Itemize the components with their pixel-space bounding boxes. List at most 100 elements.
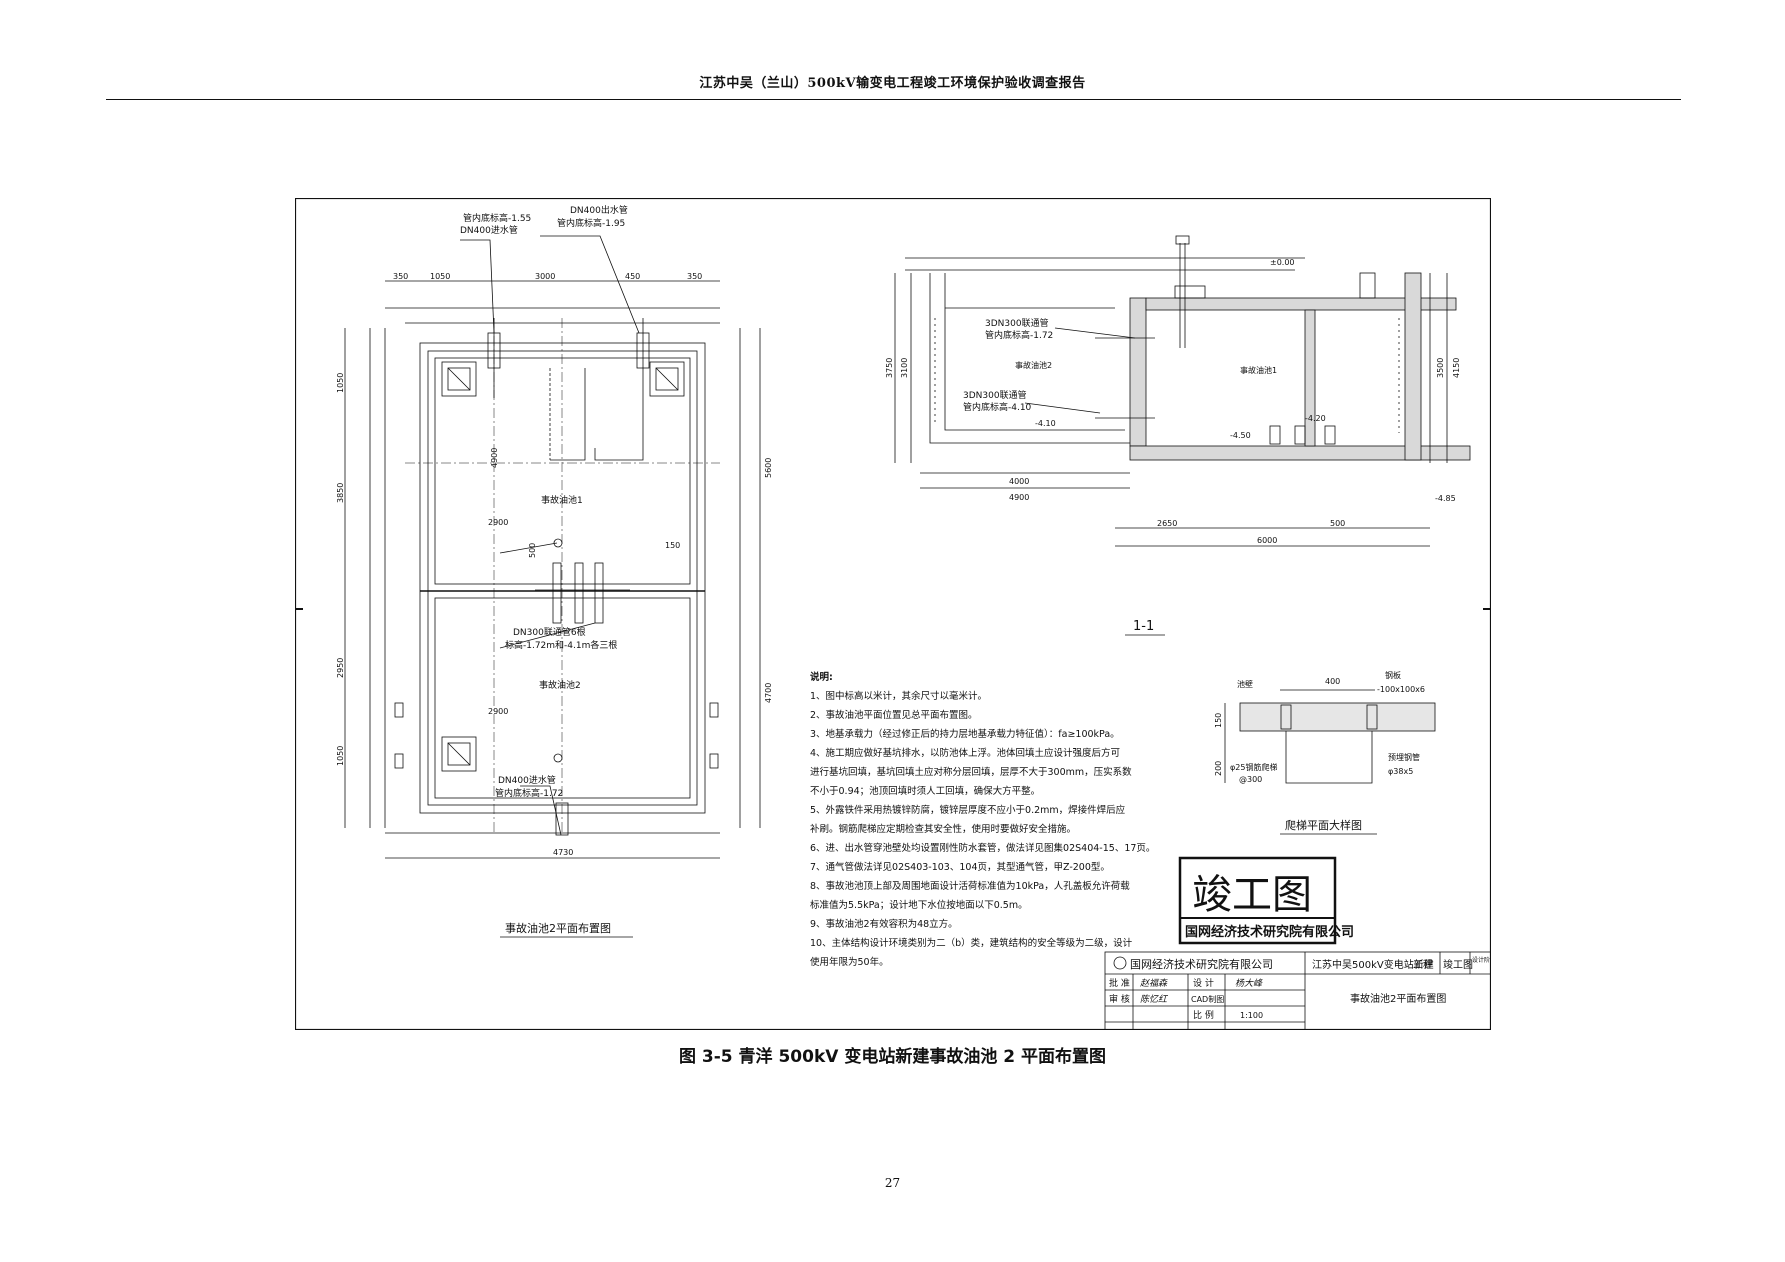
section-dim-b-1: 500 [1330,519,1345,528]
page-number: 27 [884,1176,901,1190]
tb-org: 国网经济技术研究院有限公司 [1130,957,1273,971]
stamp-company: 国网经济技术研究院有限公司 [1185,924,1354,940]
plan-dim-left-0: 1050 [336,373,345,393]
tb-scale: 1:100 [1240,1011,1263,1020]
note-line: 7、通气管做法详见02S403-103、104页，其型通气管，甲Z-200型。 [810,861,1110,873]
tb-drawing-name: 事故油池2平面布置图 [1350,992,1446,1005]
tb-row1-sig2: 杨大峰 [1235,978,1263,989]
completion-stamp: 竣工图 国网经济技术研究院有限公司 [1178,856,1354,945]
figure-caption: 图 3-5 青洋 500kV 变电站新建事故油池 2 平面布置图 [679,1047,1106,1067]
ladder-prepipe: 预埋钢管 [1388,752,1420,762]
section-dim-6000: 6000 [1257,536,1277,545]
note-line: 标准值为5.5kPa；设计地下水位按地面以下0.5m。 [810,899,1028,911]
tb-row2-role: CAD制图 [1191,994,1224,1004]
plan-inlet-elev: 管内底标高-1.55 [463,212,531,224]
note-line: 2、事故油池平面位置见总平面布置图。 [810,709,978,721]
note-line: 6、进、出水管穿池壁处均设置刚性防水套管，做法详见图集02S404-15、17页… [810,842,1155,854]
tb-row1-label: 批 准 [1109,977,1130,989]
plan-dim-2900b: 2900 [488,707,508,716]
plan-dim-500: 500 [528,543,537,558]
section-dim-left-1: 3750 [885,358,894,378]
ladder-wall: 池壁 [1237,679,1253,689]
page-header: 江苏中吴（兰山）500kV输变电工程竣工环境保护验收调查报告 [699,76,1086,91]
section-title: 1-1 [1133,619,1154,634]
note-line: 进行基坑回填，基坑回填土应对称分层回填，层厚不大于300mm，压实系数 [810,766,1132,778]
plan-view [344,235,761,859]
section-dim-right-2: 4150 [1452,358,1461,378]
note-line: 补刷。钢筋爬梯应定期检查其安全性，使用时要做好安全措施。 [810,823,1076,835]
notes-title: 说明: [810,671,833,683]
ladder-pipe-size: φ38x5 [1388,767,1413,776]
section-dim-4900: 4900 [1009,493,1029,502]
tb-row3-role: 比 例 [1193,1009,1214,1021]
note-line: 3、地基承载力（经过修正后的持力层地基承载力特征值）：fa≥100kPa。 [810,728,1120,740]
tb-row2-label: 审 核 [1109,993,1130,1005]
plan-dim-150: 150 [665,541,680,550]
ladder-plate: 钢板 [1385,670,1401,680]
section-elev-420: -4.20 [1305,414,1326,423]
ladder-rebar: φ25钢筋爬梯 [1230,762,1277,772]
section-pipe-a-elev: 管内底标高-1.72 [985,329,1053,341]
tb-row2-sig: 陈忆红 [1140,994,1169,1005]
title-block [1104,951,1491,1030]
plan-inlet-label: DN400进水管 [460,224,518,236]
plan-dim-4730: 4730 [553,848,573,857]
tb-project-suffix: 工程 [1413,959,1433,971]
note-line: 9、事故油池2有效容积为48立方。 [810,918,958,930]
tb-row1-sig: 赵福森 [1140,978,1168,989]
tb-row1-role: 设 计 [1193,977,1214,989]
plan-dim-right-1: 4700 [764,683,773,703]
plan-dim-2900a: 2900 [488,518,508,527]
section-zero: ±0.00 [1270,258,1295,267]
section-pool2: 事故油池2 [1015,360,1052,370]
note-line: 5、外露铁件采用热镀锌防腐，镀锌层厚度不应小于0.2mm，焊接件焊后应 [810,804,1126,816]
plan-title: 事故油池2平面布置图 [505,921,611,935]
plan-dn300-elev: 标高-1.72m和-4.1m各三根 [505,639,617,651]
section-view [894,235,1471,547]
ladder-dim-150: 150 [1214,713,1223,728]
ladder-plate-size: -100x100x6 [1377,685,1425,694]
note-line: 1、图中标高以米计，其余尺寸以毫米计。 [810,690,987,702]
plan-outlet-elev: 管内底标高-1.95 [557,217,625,229]
tb-stage-label: 设计阶段 [1472,956,1491,964]
section-elev-450: -4.50 [1230,431,1251,440]
plan-dim-top-0: 350 [393,272,408,281]
plan-outlet-label: DN400出水管 [570,204,628,216]
plan-bottom-elev: 管内底标高-1.72 [495,787,563,799]
section-dim-left-2: 3100 [900,358,909,378]
engineering-drawing: 管内底标高-1.55 DN400进水管 DN400出水管 管内底标高-1.95 … [295,198,1491,1030]
ladder-detail [1224,689,1436,784]
plan-dim-left-3: 1050 [336,746,345,766]
note-line: 4、施工期应做好基坑排水，以防池体上浮。池体回填土应设计强度后方可 [810,747,1120,759]
section-pipe-b-elev: 管内底标高-4.10 [963,401,1032,413]
note-line: 8、事故池池顶上部及周围地面设计活荷标准值为10kPa，人孔盖板允许荷载 [810,880,1130,892]
section-dim-4000: 4000 [1009,477,1029,486]
note-line: 不小于0.94；池顶回填时须人工回填，确保大方平整。 [810,785,1040,797]
plan-dn300-label: DN300联通管6根 [513,626,586,638]
tb-project: 江苏中吴500kV变电站新建 [1312,958,1434,971]
section-elev-410: -4.10 [1035,419,1056,428]
plan-dim-top-4: 350 [687,272,702,281]
plan-dim-top-1: 1050 [430,272,450,281]
stamp-big-text: 竣工图 [1192,872,1312,918]
notes-block: 说明: 1、图中标高以米计，其余尺寸以毫米计。 2、事故油池平面位置见总平面布置… [810,671,1155,968]
plan-pool1-label: 事故油池1 [541,494,583,506]
ladder-spacing: @300 [1239,775,1262,784]
header-rule [106,99,1681,100]
note-line: 10、主体结构设计环境类别为二（b）类，建筑结构的安全等级为二级，设计 [810,937,1133,949]
section-dim-right-1: 3500 [1436,358,1445,378]
ladder-dim-200: 200 [1214,761,1223,776]
section-pipe-b: 3DN300联通管 [963,389,1027,401]
section-pool1: 事故油池1 [1240,365,1277,375]
plan-dim-left-1: 3850 [336,483,345,503]
plan-pool2-label: 事故油池2 [539,679,581,691]
ladder-dim-400: 400 [1325,677,1340,686]
plan-dim-right-0: 5600 [764,458,773,478]
tb-stage: 竣工图 [1443,958,1473,971]
section-dim-b-0: 2650 [1157,519,1177,528]
plan-dim-left-2: 2950 [336,658,345,678]
plan-bottom-pipe: DN400进水管 [498,774,556,786]
section-elev-485: -4.85 [1435,494,1456,503]
plan-dim-top-2: 3000 [535,272,555,281]
note-line: 使用年限为50年。 [810,956,889,968]
